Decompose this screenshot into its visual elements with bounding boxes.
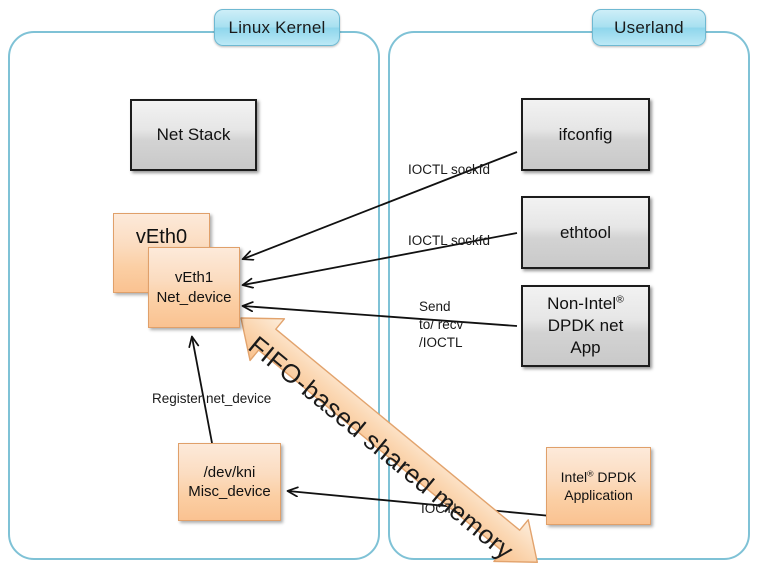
zone-title-linux-kernel: Linux Kernel xyxy=(214,9,340,46)
edge-label-ioctl-sockfd-ethtool-text: IOCTL sockfd xyxy=(408,233,491,248)
zone-userland xyxy=(388,31,750,560)
node-intel-dpdk-application: Intel® DPDK Application xyxy=(546,447,651,525)
node-non-intel-dpdk-net-app: Non-Intel® DPDK net App xyxy=(521,285,650,367)
node-ethtool-label: ethtool xyxy=(559,222,612,242)
node-intel-dpdk-line2: Application xyxy=(564,487,633,503)
node-net-stack-label: Net Stack xyxy=(156,125,231,145)
edge-label-ioctl-sockfd-ifconfig: IOCTL sockfd xyxy=(408,161,490,179)
arrow-inteldpdk-to-kni-ioctl xyxy=(288,491,552,517)
node-kni-line2: Misc_device xyxy=(188,483,271,500)
node-ifconfig: ifconfig xyxy=(521,98,650,171)
node-veth1-line1: vEth1 xyxy=(174,269,214,286)
node-veth1-netdevice: vEth1 Net_device xyxy=(148,247,240,328)
node-ethtool: ethtool xyxy=(521,196,650,269)
node-veth1-line2: Net_device xyxy=(156,288,232,306)
zone-title-userland: Userland xyxy=(592,9,706,46)
edge-label-register-net-device-text: Register net_device xyxy=(152,391,272,406)
zone-linux-kernel xyxy=(8,31,380,560)
edge-label-send-line1: Send xyxy=(419,299,451,314)
edge-label-ioctl-sockfd-ifconfig-text: IOCTL sockfd xyxy=(408,162,491,177)
zone-title-userland-label: Userland xyxy=(614,17,684,37)
edge-label-register-net-device: Register net_device xyxy=(152,390,271,408)
edge-label-ioctl-kni-text: IOCTL xyxy=(421,501,461,516)
arrow-ethtool-to-veth1 xyxy=(243,232,518,285)
node-net-stack: Net Stack xyxy=(130,99,257,171)
node-dev-kni-misc-device: /dev/kni Misc_device xyxy=(178,443,281,521)
node-kni-line1: /dev/kni xyxy=(203,463,256,481)
node-intel-dpdk-line1: Intel® DPDK xyxy=(560,468,637,485)
fifo-shared-memory-arrow xyxy=(240,317,539,563)
edge-label-send-line3: /IOCTL xyxy=(419,334,463,350)
node-non-intel-line2: DPDK net xyxy=(547,316,624,336)
node-non-intel-line3: App xyxy=(570,337,601,357)
zone-title-linux-kernel-label: Linux Kernel xyxy=(228,17,326,37)
arrow-ifconfig-to-veth1 xyxy=(243,151,518,259)
arrow-kni-to-veth1-register xyxy=(192,337,213,444)
edge-label-ioctl-sockfd-ethtool: IOCTL sockfd xyxy=(408,232,490,250)
edge-label-ioctl-kni: IOCTL xyxy=(421,500,461,518)
node-ifconfig-label: ifconfig xyxy=(558,124,613,144)
node-non-intel-line1: Non-Intel® xyxy=(547,293,624,314)
edge-label-send-line2: to/ recv xyxy=(419,316,464,332)
edge-label-send-recv-ioctl: Send to/ recv /IOCTL xyxy=(419,298,489,351)
arrow-nonintel-to-veth1 xyxy=(243,306,518,327)
node-veth0-label: vEth0 xyxy=(135,226,188,248)
